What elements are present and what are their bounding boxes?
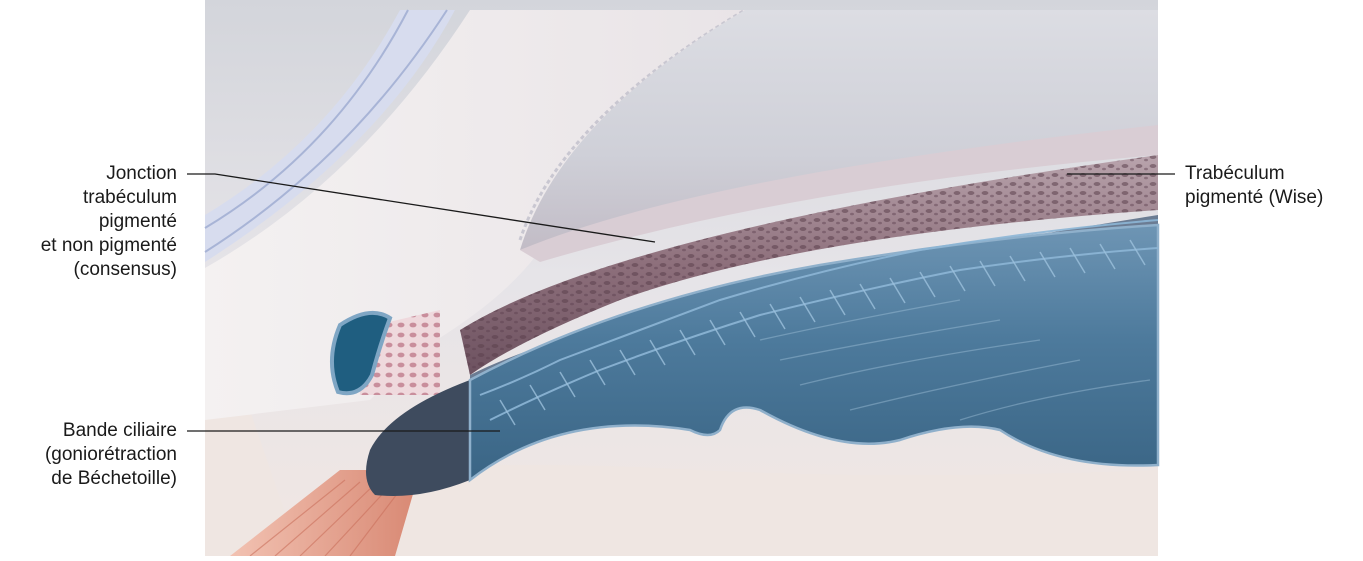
label-line: et non pigmenté bbox=[41, 234, 177, 258]
label-line: Jonction bbox=[41, 162, 177, 186]
label-pigmented-trabeculum: Trabéculum pigmenté (Wise) bbox=[1185, 162, 1323, 210]
label-line: Trabéculum bbox=[1185, 162, 1323, 186]
label-line: pigmenté bbox=[41, 210, 177, 234]
label-line: trabéculum bbox=[41, 186, 177, 210]
label-line: de Béchetoille) bbox=[45, 467, 177, 491]
label-line: pigmenté (Wise) bbox=[1185, 186, 1323, 210]
label-ciliary-band: Bande ciliaire (goniorétraction de Béche… bbox=[45, 419, 177, 491]
label-line: (consensus) bbox=[41, 258, 177, 282]
label-line: Bande ciliaire bbox=[45, 419, 177, 443]
label-line: (goniorétraction bbox=[45, 443, 177, 467]
label-junction-trabeculum: Jonction trabéculum pigmenté et non pigm… bbox=[41, 162, 177, 282]
